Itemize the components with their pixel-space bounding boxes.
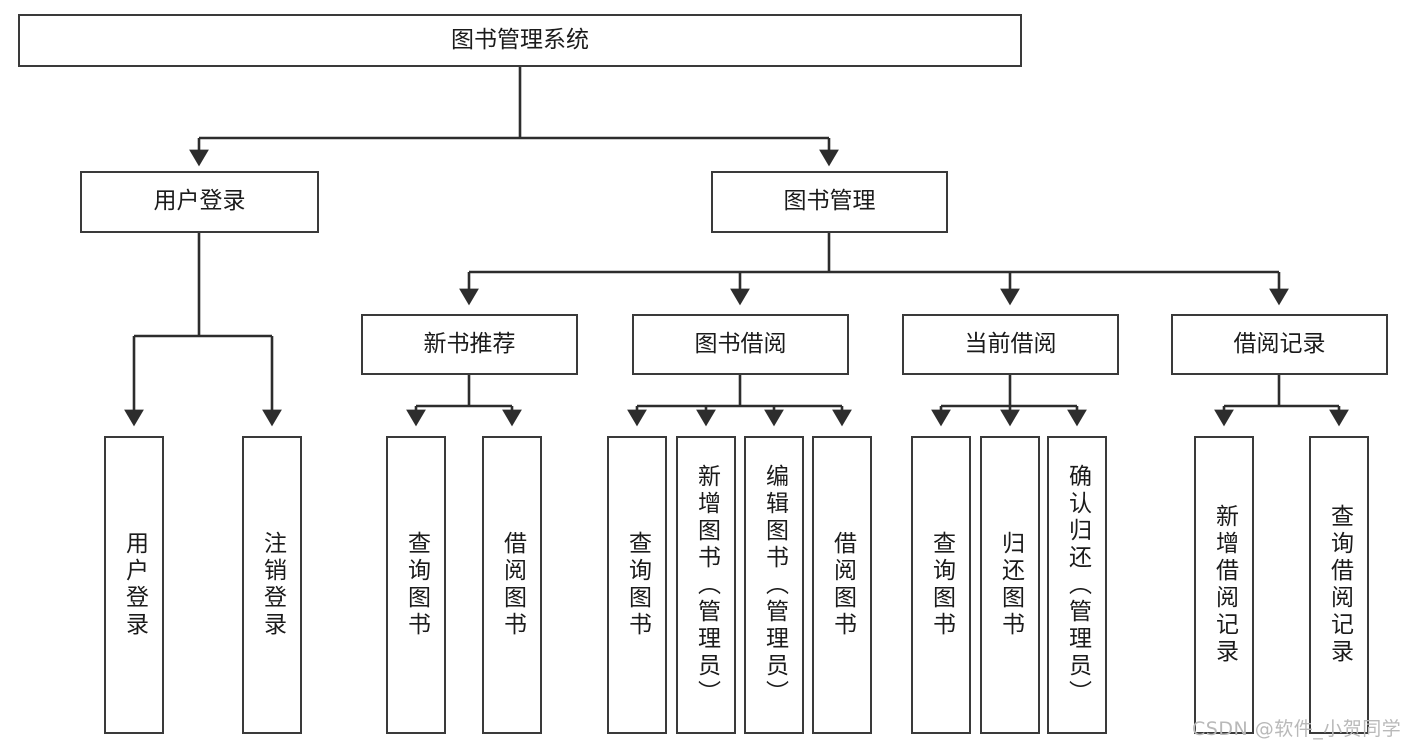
node-leaf-query-book-recommend[interactable]: 查询图书: [386, 436, 446, 734]
node-leaf-query-book-current[interactable]: 查询图书: [911, 436, 971, 734]
node-leaf-query-book-current-label: 查询图书: [928, 531, 955, 639]
node-leaf-query-book-recommend-label: 查询图书: [403, 531, 430, 639]
node-current-borrow[interactable]: 当前借阅: [902, 314, 1119, 375]
node-leaf-edit-book-admin[interactable]: 编辑图书（管理员）: [744, 436, 804, 734]
node-borrow-record-label: 借阅记录: [1233, 330, 1326, 357]
node-leaf-add-book-admin-label: 新增图书（管理员）: [693, 463, 720, 707]
node-user-login[interactable]: 用户登录: [80, 171, 319, 233]
node-leaf-query-book-borrow-label: 查询图书: [624, 531, 651, 639]
node-leaf-query-borrow-record-label: 查询借阅记录: [1326, 504, 1353, 666]
node-leaf-borrow-book-recommend-label: 借阅图书: [499, 531, 526, 639]
node-leaf-confirm-return-admin-label: 确认归还（管理员）: [1064, 463, 1091, 707]
node-leaf-add-borrow-record-label: 新增借阅记录: [1211, 504, 1238, 666]
node-leaf-logout-label: 注销登录: [259, 531, 286, 639]
node-book-borrow[interactable]: 图书借阅: [632, 314, 849, 375]
node-user-login-label: 用户登录: [153, 188, 246, 215]
node-book-borrow-label: 图书借阅: [694, 330, 787, 357]
node-root-label: 图书管理系统: [451, 26, 589, 53]
node-leaf-add-borrow-record[interactable]: 新增借阅记录: [1194, 436, 1254, 734]
node-leaf-borrow-book-label: 借阅图书: [829, 531, 856, 639]
node-leaf-confirm-return-admin[interactable]: 确认归还（管理员）: [1047, 436, 1107, 734]
node-leaf-borrow-book-recommend[interactable]: 借阅图书: [482, 436, 542, 734]
node-book-management-label: 图书管理: [783, 188, 876, 215]
node-new-book-recommendation[interactable]: 新书推荐: [361, 314, 578, 375]
node-leaf-edit-book-admin-label: 编辑图书（管理员）: [761, 463, 788, 707]
node-leaf-return-book-label: 归还图书: [997, 531, 1024, 639]
node-leaf-add-book-admin[interactable]: 新增图书（管理员）: [676, 436, 736, 734]
node-current-borrow-label: 当前借阅: [964, 330, 1057, 357]
node-leaf-user-login[interactable]: 用户登录: [104, 436, 164, 734]
node-new-book-recommendation-label: 新书推荐: [423, 330, 516, 357]
node-leaf-query-book-borrow[interactable]: 查询图书: [607, 436, 667, 734]
node-leaf-logout[interactable]: 注销登录: [242, 436, 302, 734]
node-leaf-user-login-label: 用户登录: [121, 531, 148, 639]
node-book-management[interactable]: 图书管理: [711, 171, 948, 233]
node-leaf-return-book[interactable]: 归还图书: [980, 436, 1040, 734]
node-leaf-query-borrow-record[interactable]: 查询借阅记录: [1309, 436, 1369, 734]
node-root[interactable]: 图书管理系统: [18, 14, 1022, 67]
node-leaf-borrow-book[interactable]: 借阅图书: [812, 436, 872, 734]
node-borrow-record[interactable]: 借阅记录: [1171, 314, 1388, 375]
